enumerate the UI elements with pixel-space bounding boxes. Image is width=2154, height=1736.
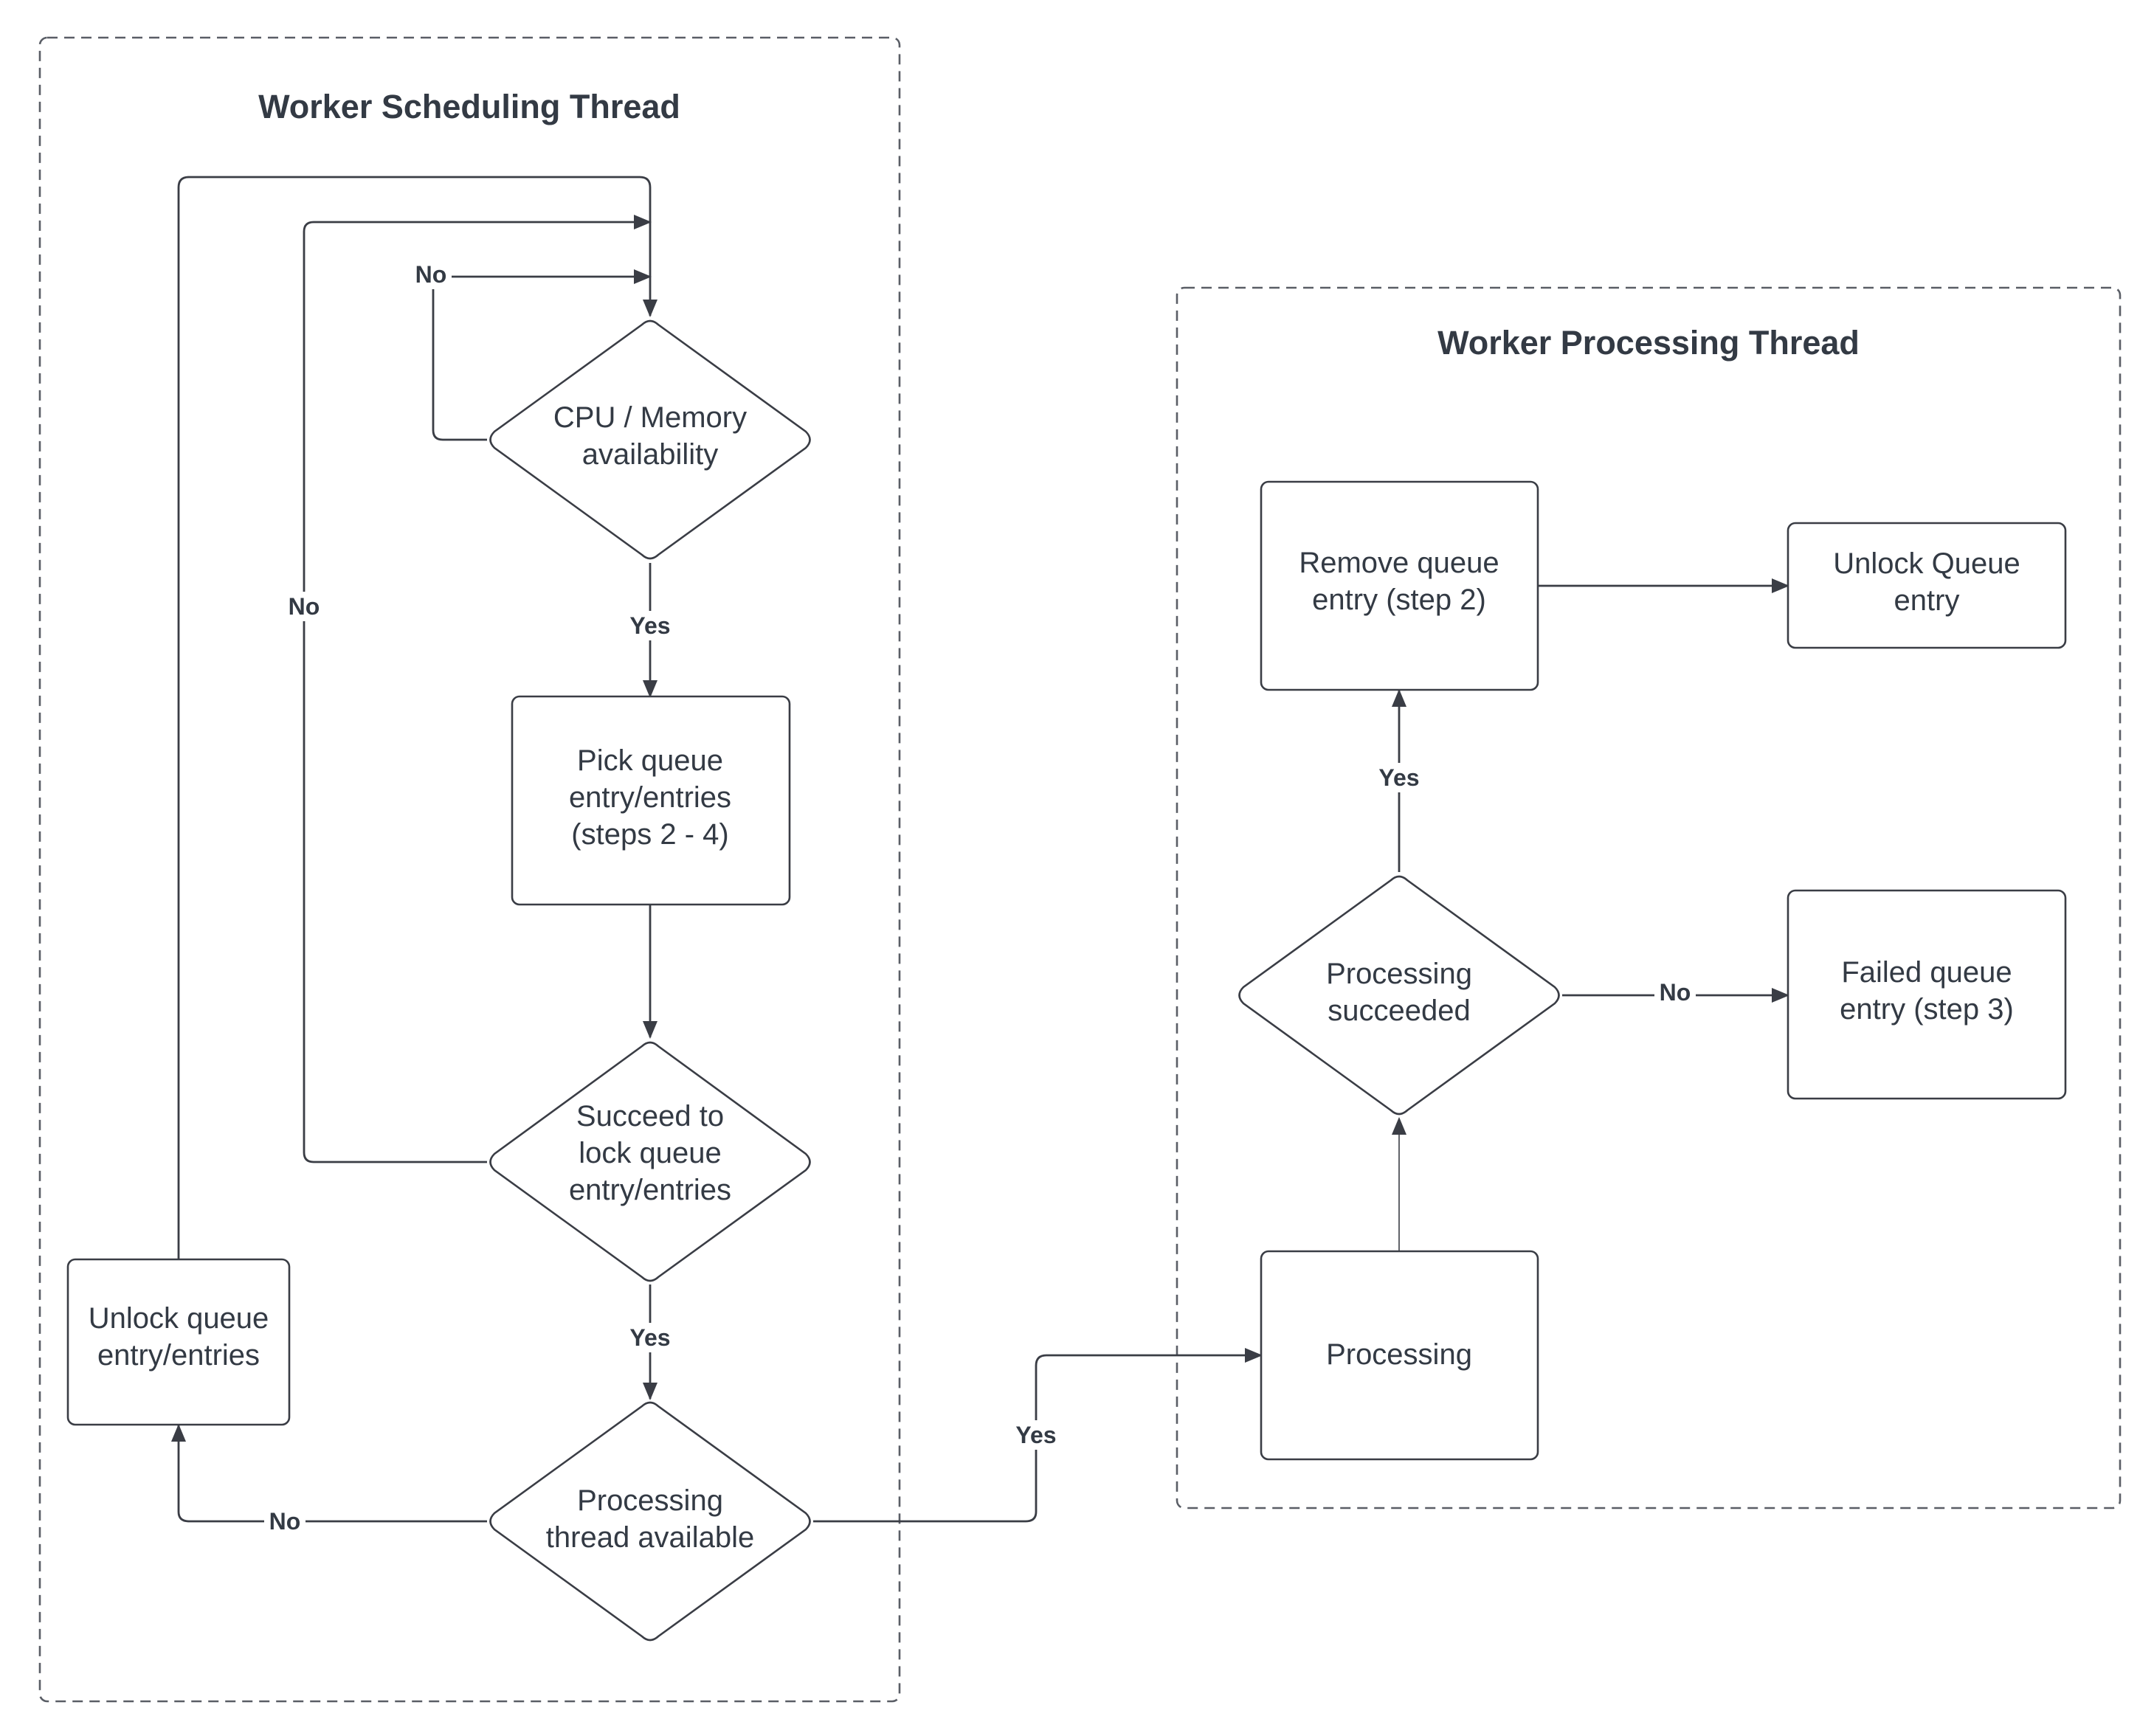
unlock-entries-line-2: entry/entries — [97, 1339, 260, 1372]
scheduling-lane-title: Worker Scheduling Thread — [258, 88, 680, 125]
cpu-memory-line-1: CPU / Memory — [553, 401, 747, 434]
edge-label-succeeded-yes: Yes — [1378, 764, 1419, 791]
remove-entry-line-1: Remove queue — [1299, 547, 1499, 579]
processing-box: Processing — [1260, 1250, 1539, 1461]
pick-queue-line-1: Pick queue — [577, 744, 723, 777]
unlock-queue-entry-line-1: Unlock Queue — [1833, 547, 2020, 580]
edge-label-cpu-no: No — [415, 261, 447, 288]
edge-thread-no — [171, 1424, 487, 1523]
thread-available-line-1: Processing — [577, 1484, 723, 1517]
lock-queue-decision: Succeed to lock queue entry/entries — [489, 1041, 811, 1282]
pick-queue-line-3: (steps 2 - 4) — [571, 818, 728, 851]
unlock-queue-entry-box: Unlock Queue entry — [1787, 522, 2067, 649]
processing-succeeded-decision: Processing succeeded — [1238, 875, 1560, 1116]
pick-queue-box: Pick queue entry/entries (steps 2 - 4) — [511, 695, 791, 906]
failed-entry-line-1: Failed queue — [1841, 956, 2012, 989]
cpu-memory-decision: CPU / Memory availability — [489, 319, 811, 560]
edge-label-thread-yes: Yes — [1015, 1422, 1056, 1448]
cpu-memory-line-2: availability — [582, 438, 719, 471]
edge-label-cpu-yes: Yes — [629, 612, 670, 639]
lock-queue-line-2: lock queue — [579, 1137, 721, 1169]
edge-label-thread-no: No — [269, 1508, 301, 1535]
edge-label-lock-yes: Yes — [629, 1324, 670, 1351]
unlock-entries-box: Unlock queue entry/entries — [66, 1258, 291, 1426]
edge-label-succeeded-no: No — [1660, 979, 1691, 1006]
edge-lock-no — [303, 215, 652, 1163]
edge-unlock-to-cpu — [177, 176, 657, 1259]
scheduling-lane — [38, 36, 901, 1703]
edge-cpu-no — [432, 269, 652, 441]
failed-entry-line-2: entry (step 3) — [1840, 993, 2014, 1026]
unlock-queue-entry-line-2: entry — [1894, 584, 1960, 617]
lock-queue-line-3: entry/entries — [569, 1174, 731, 1206]
processing-lane-title: Worker Processing Thread — [1437, 324, 1860, 362]
thread-available-decision: Processing thread available — [489, 1401, 811, 1642]
processing-succeeded-line-2: succeeded — [1328, 995, 1470, 1027]
lock-queue-line-1: Succeed to — [576, 1100, 724, 1132]
unlock-entries-line-1: Unlock queue — [89, 1302, 269, 1335]
edge-label-lock-no: No — [289, 593, 320, 620]
thread-available-line-2: thread available — [546, 1521, 754, 1554]
remove-entry-line-2: entry (step 2) — [1312, 584, 1486, 616]
processing-line-1: Processing — [1326, 1338, 1472, 1371]
failed-entry-box: Failed queue entry (step 3) — [1787, 889, 2067, 1100]
processing-succeeded-line-1: Processing — [1326, 958, 1472, 990]
processing-lane — [1176, 286, 2122, 1510]
pick-queue-line-2: entry/entries — [569, 781, 731, 814]
remove-entry-box: Remove queue entry (step 2) — [1260, 480, 1539, 691]
